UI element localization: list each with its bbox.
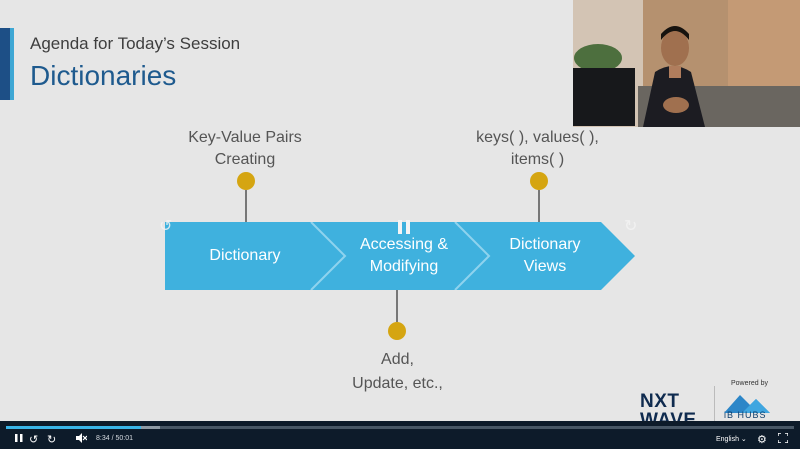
language-selector[interactable]: English ⌄ [716,435,747,443]
pause-icon [15,434,23,442]
label-line: Key-Value Pairs [188,129,302,146]
logo-line: WAVE [640,410,697,421]
pause-button[interactable] [15,433,23,447]
timeline-arrow: Dictionary Accessing & Modifying Diction… [165,221,635,291]
label-line: Creating [214,151,276,168]
slide: Agenda for Today’s Session Dictionaries … [0,0,800,421]
presenter-video [573,0,800,127]
settings-button[interactable]: ⚙ [757,433,767,447]
agenda-title: Dictionaries [30,60,177,91]
title-accent-bar-light [10,28,14,100]
segment-line: Accessing & [359,236,449,253]
arrow-divider [310,221,347,291]
ib-hubs-logo: iB HUBS [724,410,767,420]
playback-time: 8:34 / 50:01 [96,435,133,442]
arrow-divider [454,221,491,291]
segment-dictionary-views: Dictionary Views [465,234,625,278]
segment-line: Dictionary [509,236,581,253]
rewind-icon: ↺ [29,434,39,446]
rewind-icon[interactable]: ↺ [159,218,173,235]
time-separator: / [111,435,114,442]
nxtwave-logo: NXT WAVE [640,392,697,421]
agenda-subtitle: Agenda for Today’s Session [30,34,241,53]
arrow-body [165,222,635,290]
presenter-webcam [573,0,800,127]
top-label-dictionary: Key-Value Pairs Creating [170,127,320,171]
bottom-label-accessing: Add, Update, etc., [330,348,465,396]
current-time: 8:34 [96,435,110,442]
language-label: English [716,436,739,443]
connector-line [538,190,540,222]
milestone-dot [237,172,255,190]
label-line: Update, etc., [352,375,443,392]
fullscreen-button[interactable] [777,432,789,447]
pause-icon[interactable] [398,220,412,236]
mute-icon [76,433,88,443]
timeline-arrow-graphic [165,221,635,291]
video-player-controls: ↺ ↻ 8:34 / 50:01 English ⌄ ⚙ [0,421,800,449]
progress-played [6,426,141,429]
label-line: items( ) [510,151,565,168]
forward-icon[interactable]: ↻ [624,218,638,235]
logo-line: NXT [640,391,680,412]
duration: 50:01 [115,435,134,442]
forward-button[interactable]: ↻ [47,433,56,447]
fullscreen-icon [777,432,789,444]
segment-line: Views [523,258,567,275]
segment-line: Dictionary [209,247,281,264]
rewind-button[interactable]: ↺ [29,433,38,447]
top-label-views: keys( ), values( ), items( ) [455,127,620,171]
segment-accessing-modifying: Accessing & Modifying [325,234,483,278]
label-line: Add, [381,351,414,368]
title-accent-bar [0,28,10,100]
segment-dictionary: Dictionary [165,245,325,267]
milestone-dot [530,172,548,190]
segment-line: Modifying [369,258,439,275]
logo-divider [714,386,715,421]
powered-by-text: Powered by [731,380,768,387]
label-line: keys( ), values( ), [476,129,599,146]
ib-hubs-mountain-icon [724,395,770,413]
mute-button[interactable] [76,433,88,447]
gear-icon: ⚙ [757,434,767,446]
forward-icon: ↻ [47,434,57,446]
connector-line [245,190,247,222]
progress-bar[interactable] [6,426,794,429]
milestone-dot [388,322,406,340]
chevron-down-icon: ⌄ [740,436,747,443]
connector-line [396,290,398,322]
